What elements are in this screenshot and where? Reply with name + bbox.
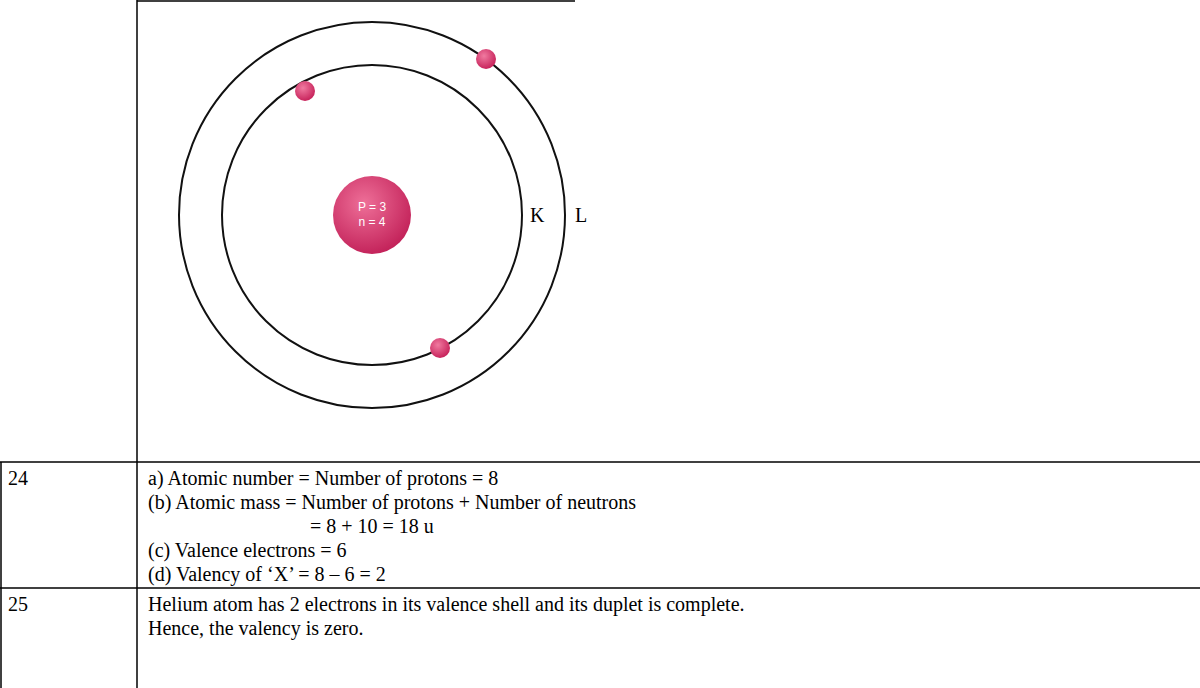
- particle-count: n = 4: [358, 215, 386, 230]
- table-rule: [0, 587, 1200, 589]
- electron: [295, 81, 315, 101]
- nucleus-circle: [333, 176, 411, 254]
- shell-label: L: [575, 203, 587, 227]
- answer-line: a) Atomic number = Number of protons = 8: [148, 466, 498, 490]
- nucleus-text-group: P = 3n = 4: [358, 200, 386, 230]
- shell-label: K: [530, 203, 544, 227]
- answer-line: (b) Atomic mass = Number of protons + Nu…: [148, 490, 636, 514]
- answer-line: = 8 + 10 = 18 u: [310, 514, 434, 538]
- l-shell: [179, 22, 565, 408]
- question-number: 25: [8, 592, 28, 616]
- answer-line: (d) Valency of ‘X’ = 8 – 6 = 2: [148, 562, 386, 586]
- electron: [476, 49, 496, 69]
- electron: [430, 338, 450, 358]
- answer-line: Hence, the valency is zero.: [148, 616, 363, 640]
- table-rule: [0, 462, 2, 688]
- k-shell: [222, 65, 522, 365]
- question-number: 24: [8, 466, 28, 490]
- table-rule: [137, 0, 575, 2]
- table-rule: [0, 461, 1200, 463]
- table-rule: [136, 0, 138, 688]
- answer-line: Helium atom has 2 electrons in its valen…: [148, 592, 745, 616]
- particle-count: P = 3: [358, 200, 386, 215]
- answer-line: (c) Valence electrons = 6: [148, 538, 347, 562]
- nucleus: P = 3n = 4: [332, 175, 412, 255]
